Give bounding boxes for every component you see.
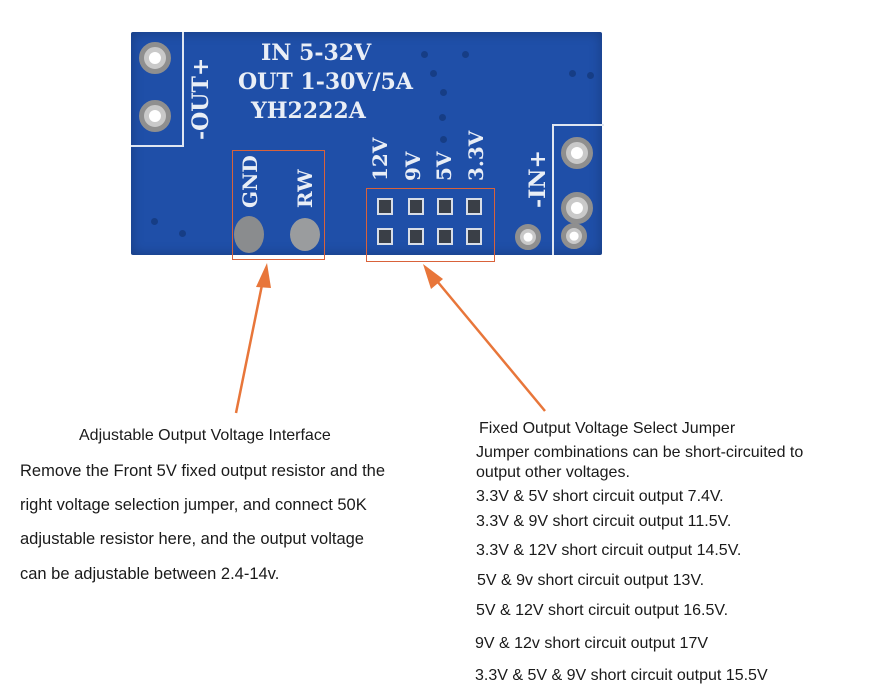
arrowhead-jumper — [423, 264, 443, 289]
via — [440, 89, 447, 96]
in-terminal-outline — [552, 124, 604, 255]
in-pad-small — [561, 223, 587, 249]
adjustable-note-line: Remove the Front 5V fixed output resisto… — [20, 462, 386, 480]
jumper-pad-3v3-bottom — [466, 228, 482, 245]
via — [439, 114, 446, 121]
jumper-pad-3v3-top — [466, 198, 482, 215]
jumper-pad-5v-top — [437, 198, 453, 215]
jumper-select-highlight — [366, 188, 495, 262]
out-pad-minus — [139, 42, 171, 74]
jumper-select-title: Fixed Output Voltage Select Jumper — [479, 420, 736, 437]
adjustable-note-line: can be adjustable between 2.4-14v. — [20, 565, 280, 583]
jumper-pad-9v-bottom — [408, 228, 424, 245]
adjustable-note-line: right voltage selection jumper, and conn… — [20, 496, 367, 514]
via — [421, 51, 428, 58]
input-voltage-label: IN 5-32V — [261, 40, 372, 66]
combo-3v3-9v: 3.3V & 9V short circuit output 11.5V. — [476, 513, 732, 530]
arrow-to-adjustable-interface — [234, 274, 266, 414]
jumper-intro-line: Jumper combinations can be short-circuit… — [476, 444, 804, 461]
out-pad-plus — [139, 100, 171, 132]
combo-9v-12v: 9V & 12v short circuit output 17V — [475, 635, 709, 652]
combo-3v3-5v-9v: 3.3V & 5V & 9V short circuit output 15.5… — [475, 667, 768, 684]
combo-5v-12v: 5V & 12V short circuit output 16.5V. — [476, 602, 729, 619]
arrowhead-adjustable — [256, 263, 271, 288]
jumper-pad-5v-bottom — [437, 228, 453, 245]
in-pad-plus — [561, 137, 593, 169]
via — [151, 218, 158, 225]
via — [440, 136, 447, 143]
via — [569, 70, 576, 77]
out-terminal-outline — [131, 32, 184, 147]
in-pad-minus — [561, 192, 593, 224]
via — [462, 51, 469, 58]
adjustable-note-line: adjustable resistor here, and the output… — [20, 530, 364, 548]
gnd-pad — [234, 216, 264, 253]
combo-3v3-5v: 3.3V & 5V short circuit output 7.4V. — [476, 488, 724, 505]
via — [587, 72, 594, 79]
model-label: YH2222A — [251, 98, 366, 124]
combo-5v-9v: 5V & 9v short circuit output 13V. — [477, 572, 705, 589]
via — [430, 70, 437, 77]
output-rating-label: OUT 1-30V/5A — [238, 69, 413, 95]
combo-3v3-12v: 3.3V & 12V short circuit output 14.5V. — [476, 542, 742, 559]
jumper-intro-line: output other voltages. — [476, 464, 630, 481]
jumper-pad-12v-top — [377, 198, 393, 215]
jumper-pad-12v-bottom — [377, 228, 393, 245]
via — [179, 230, 186, 237]
aux-pad — [515, 224, 541, 250]
adjustable-interface-highlight — [232, 150, 325, 260]
arrow-to-jumper-select — [431, 274, 546, 412]
jumper-pad-9v-top — [408, 198, 424, 215]
adjustable-interface-title: Adjustable Output Voltage Interface — [79, 427, 331, 444]
rw-pad — [290, 218, 320, 251]
